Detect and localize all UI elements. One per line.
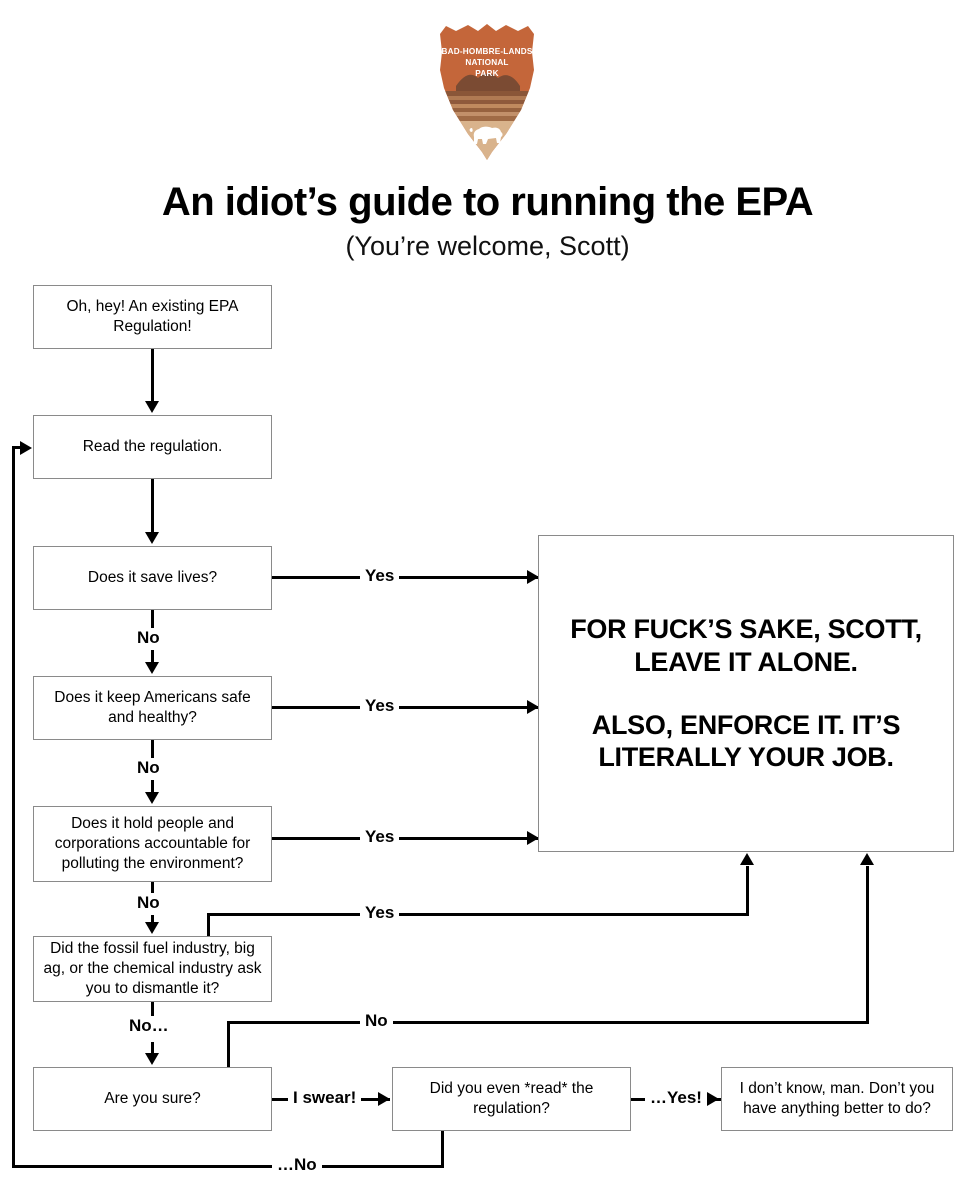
node-did-you-even-read[interactable]: Did you even *read* the regulation? — [392, 1067, 631, 1131]
node-accountable-for-polluting[interactable]: Does it hold people and corporations acc… — [33, 806, 272, 882]
arrowhead-savelives-yes — [527, 570, 539, 584]
arrowhead-loopback-into-read — [20, 441, 32, 455]
connector-account-yes — [272, 837, 540, 840]
node-industry-asked-you[interactable]: Did the fossil fuel industry, big ag, or… — [33, 936, 272, 1002]
connector-start-to-read — [151, 349, 154, 403]
result-line-2: LEAVE IT ALONE. — [634, 646, 858, 677]
page-title: An idiot’s guide to running the EPA — [161, 180, 814, 224]
bison-icon — [469, 126, 503, 144]
logo-line-3: PARK — [475, 69, 498, 78]
arrowhead-sure-no — [860, 853, 874, 865]
connector-lobby-yes-horizontal — [207, 913, 749, 916]
connector-loopback-into-read — [12, 446, 25, 449]
connector-didread-no-drop — [441, 1131, 444, 1168]
node-does-it-save-lives[interactable]: Does it save lives? — [33, 546, 272, 610]
result-line-3: ALSO, ENFORCE IT. IT’S — [591, 709, 901, 740]
arrowhead-account-yes — [527, 831, 539, 845]
arrowhead-safe-to-accountable — [145, 792, 159, 804]
node-safe-and-healthy[interactable]: Does it keep Americans safe and healthy? — [33, 676, 272, 740]
logo-line-2: NATIONAL — [465, 58, 508, 67]
node-i-dont-know-man[interactable]: I don’t know, man. Don’t you have anythi… — [721, 1067, 953, 1131]
edge-label-account-yes: Yes — [360, 827, 400, 848]
connector-sure-no-horizontal — [227, 1021, 869, 1024]
connector-lobby-yes-riser — [746, 866, 749, 915]
arrowhead-read-to-savelives — [145, 532, 159, 544]
arrowhead-lobby-to-sure — [145, 1053, 159, 1065]
result-line-4: LITERALLY YOUR JOB. — [598, 742, 894, 773]
connector-savelives-no-upper — [151, 610, 154, 628]
node-result-leave-it-alone[interactable]: FOR FUCK’S SAKE, SCOTT, LEAVE IT ALONE. … — [538, 535, 954, 852]
edge-label-lobby-yes: Yes — [360, 903, 400, 924]
connector-account-no-upper — [151, 882, 154, 893]
connector-savelives-no-lower — [151, 650, 154, 664]
arrowhead-didread-to-dunno — [707, 1092, 719, 1106]
connector-sure-no-riser — [866, 866, 869, 1023]
connector-safe-no-lower — [151, 780, 154, 794]
edge-label-didread-no: …No — [272, 1155, 322, 1176]
arrowhead-lobby-yes — [740, 853, 754, 865]
node-start[interactable]: Oh, hey! An existing EPA Regulation! — [33, 285, 272, 349]
connector-didread-no-bottom — [12, 1165, 444, 1168]
edge-label-savelives-yes: Yes — [360, 566, 400, 587]
arrowhead-savelives-to-safe — [145, 662, 159, 674]
node-are-you-sure[interactable]: Are you sure? — [33, 1067, 272, 1131]
node-read-regulation[interactable]: Read the regulation. — [33, 415, 272, 479]
connector-safe-no-upper — [151, 740, 154, 758]
edge-label-account-no: No — [132, 893, 165, 914]
connector-safe-yes — [272, 706, 540, 709]
arrowhead-safe-yes — [527, 700, 539, 714]
edge-label-sure-no: No — [360, 1011, 393, 1032]
edge-label-savelives-no: No — [132, 628, 165, 649]
arrowhead-sure-to-didread — [378, 1092, 390, 1106]
edge-label-lobby-no: No… — [124, 1016, 174, 1037]
logo-line-1: BAD-HOMBRE-LANDS — [442, 47, 533, 56]
connector-read-to-savelives — [151, 479, 154, 534]
connector-lobby-no-upper — [151, 1002, 154, 1016]
national-park-arrowhead-logo: BAD-HOMBRE-LANDS NATIONAL PARK — [426, 22, 548, 162]
page-subtitle: (You’re welcome, Scott) — [345, 231, 630, 261]
edge-label-yes-bang: …Yes! — [645, 1088, 707, 1109]
result-line-1: FOR FUCK’S SAKE, SCOTT, — [570, 613, 922, 644]
edge-label-safe-no: No — [132, 758, 165, 779]
connector-savelives-yes — [272, 576, 540, 579]
arrowhead-start-to-read — [145, 401, 159, 413]
connector-sure-no-stub — [227, 1021, 230, 1069]
connector-lobby-yes-stub — [207, 914, 210, 938]
edge-label-safe-yes: Yes — [360, 696, 400, 717]
connector-lobby-no-lower — [151, 1042, 154, 1057]
connector-account-no-lower — [151, 915, 154, 924]
connector-loopback-riser — [12, 446, 15, 1167]
edge-label-i-swear: I swear! — [288, 1088, 362, 1109]
arrowhead-account-to-lobby — [145, 922, 159, 934]
